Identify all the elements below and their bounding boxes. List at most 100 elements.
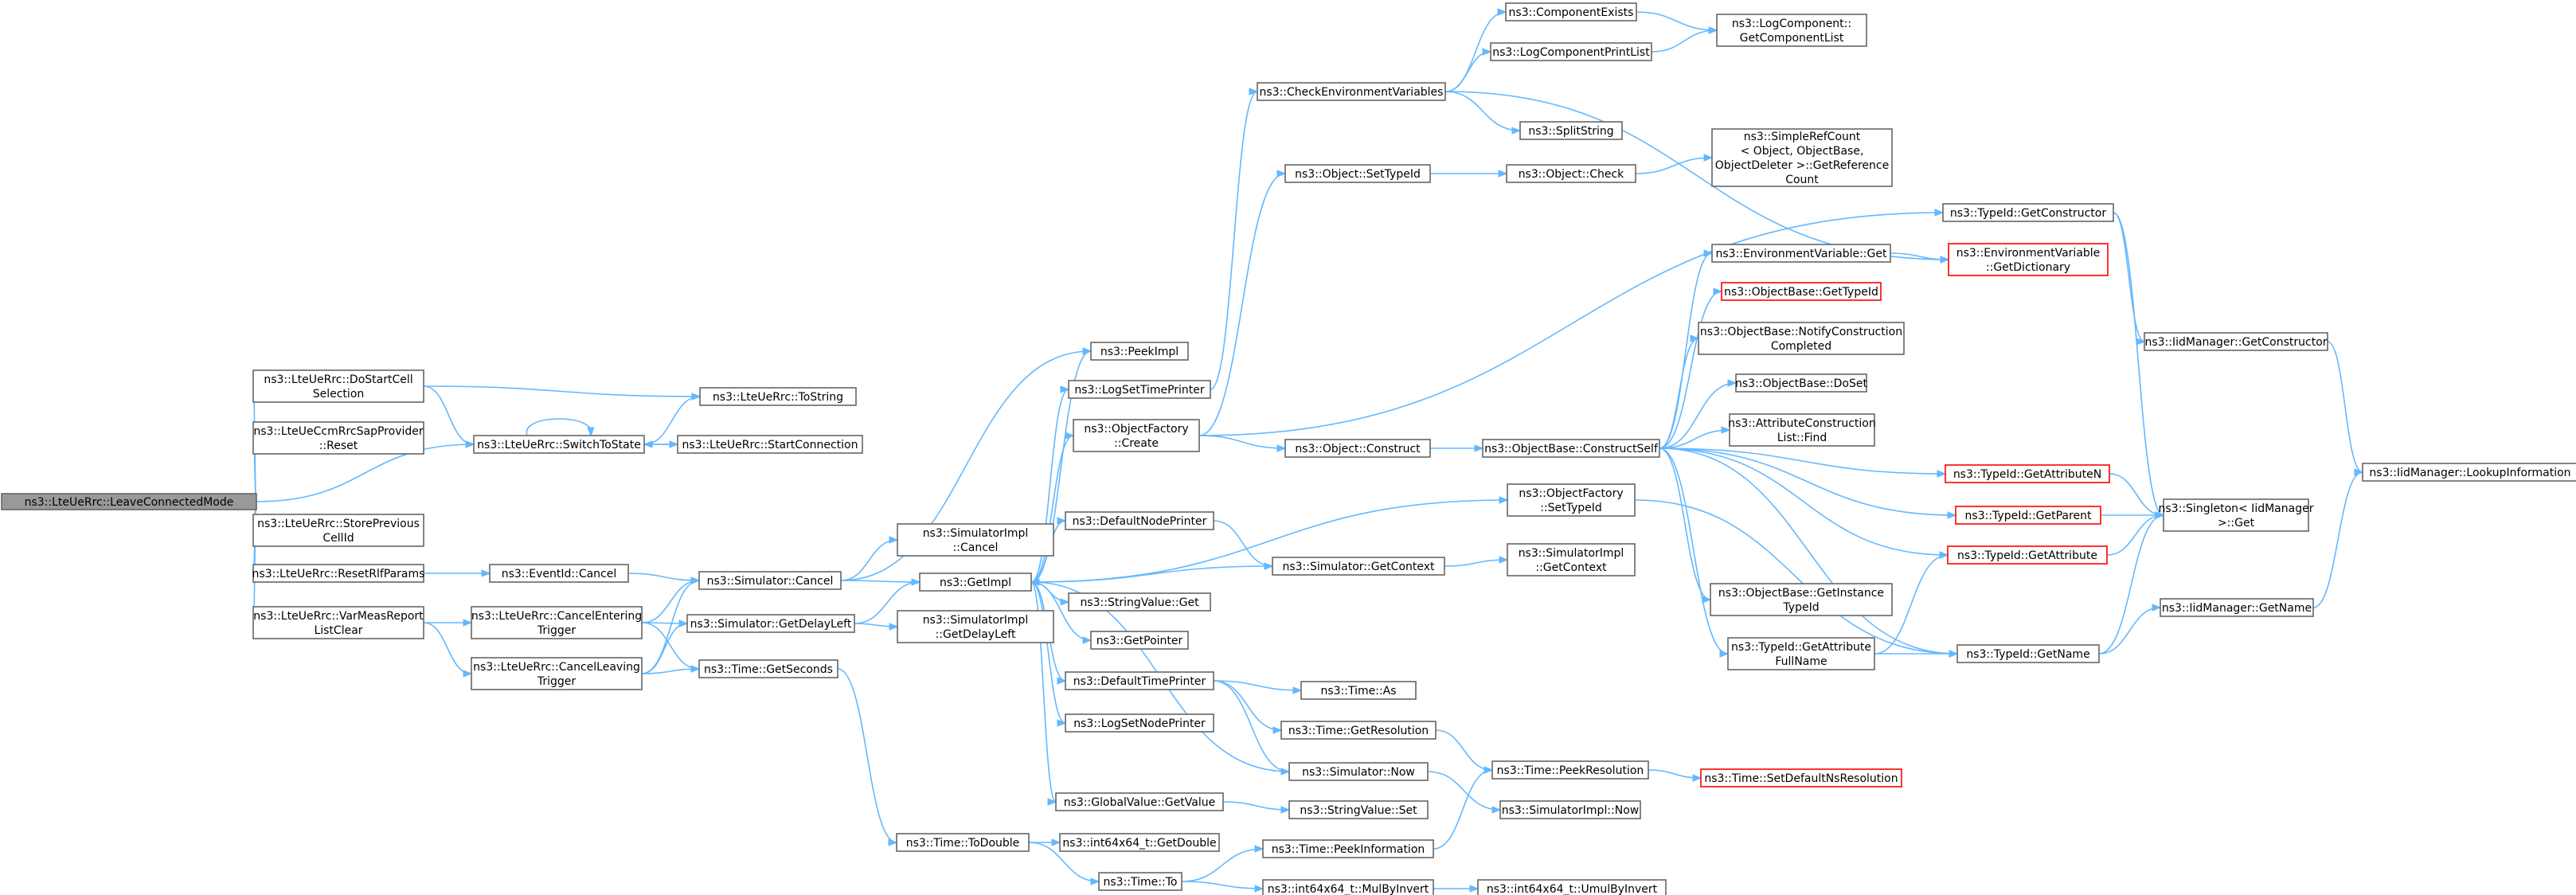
node-peekres[interactable]: ns3::Time::PeekResolution (1491, 760, 1649, 780)
node-todouble[interactable]: ns3::Time::ToDouble (896, 833, 1030, 852)
node-label: ns3::LteUeRrc::StorePrevious (257, 518, 420, 530)
node-objfactorycreate[interactable]: ns3::ObjectFactory::Create (1073, 419, 1200, 452)
node-peekimpl[interactable]: ns3::PeekImpl (1090, 342, 1189, 361)
arrowhead-startconn-to-switch (643, 440, 653, 448)
node-typeidname[interactable]: ns3::TypeId::GetName (1956, 644, 2100, 663)
node-simgetcontext[interactable]: ns3::Simulator::GetContext (1272, 557, 1445, 576)
arrowhead-checkenv-to-compexists (1497, 8, 1507, 16)
node-umulbyinvert[interactable]: ns3::int64x64_t::UmulByInvert (1477, 879, 1667, 895)
node-label: ns3::SimulatorImpl (1519, 547, 1624, 560)
node-box (1073, 419, 1200, 452)
edge-getimpl-to-objfactorycreate (1030, 435, 1074, 583)
node-objbaseconstruct[interactable]: ns3::ObjectBase::ConstructSelf (1482, 439, 1660, 458)
node-box (1284, 164, 1431, 183)
node-box (252, 369, 424, 403)
node-simplerefcount[interactable]: ns3::SimpleRefCount< Object, ObjectBase,… (1711, 128, 1893, 187)
arrowhead-resetrlf-to-eventcancel (481, 569, 491, 577)
node-compexists[interactable]: ns3::ComponentExists (1505, 2, 1637, 21)
node-getimpl[interactable]: ns3::GetImpl (919, 573, 1032, 592)
edge-getimpl-to-logsetnode (1030, 581, 1066, 724)
node-label: ListClear (314, 624, 362, 637)
node-box (252, 421, 424, 455)
node-deftimeprinter[interactable]: ns3::DefaultTimePrinter (1065, 671, 1214, 690)
node-typeidattr[interactable]: ns3::TypeId::GetAttribute (1947, 545, 2108, 565)
node-objbasegettypeid[interactable]: ns3::ObjectBase::GetTypeId (1721, 282, 1882, 301)
edge-globalvalget-to-stringvalset (1222, 801, 1290, 811)
node-typeidattrn[interactable]: ns3::TypeId::GetAttributeN (1945, 464, 2110, 483)
node-box (1727, 637, 1875, 670)
edge-varmeas-to-cancelleaving (423, 622, 472, 674)
node-globalvalget[interactable]: ns3::GlobalValue::GetValue (1055, 792, 1224, 811)
node-label: ns3::Object::SetTypeId (1295, 168, 1421, 181)
node-box (897, 610, 1054, 643)
node-simnow[interactable]: ns3::Simulator::Now (1288, 762, 1429, 781)
node-ccmreset[interactable]: ns3::LteUeCcmRrcSapProvider::Reset (252, 421, 424, 455)
node-box (1065, 511, 1214, 530)
node-logsettime[interactable]: ns3::LogSetTimePrinter (1068, 380, 1211, 399)
node-label: ns3::SplitString (1528, 125, 1613, 138)
node-typeidparent[interactable]: ns3::TypeId::GetParent (1955, 506, 2101, 525)
node-getpointer[interactable]: ns3::GetPointer (1090, 631, 1189, 650)
node-timegetres[interactable]: ns3::Time::GetResolution (1280, 721, 1437, 740)
node-envgetdict[interactable]: ns3::EnvironmentVariable::GetDictionary (1948, 243, 2109, 276)
node-timeto[interactable]: ns3::Time::To (1098, 872, 1182, 891)
node-envget[interactable]: ns3::EnvironmentVariable::Get (1711, 244, 1891, 263)
node-tostring[interactable]: ns3::LteUeRrc::ToString (699, 387, 857, 406)
node-iidlookup[interactable]: ns3::IidManager::LookupInformation (2362, 463, 2576, 482)
node-logsetnode[interactable]: ns3::LogSetNodePrinter (1065, 713, 1214, 733)
node-logcompprint[interactable]: ns3::LogComponentPrintList (1490, 42, 1652, 61)
node-getdelay[interactable]: ns3::Simulator::GetDelayLeft (686, 614, 855, 633)
node-label: ns3::LteUeRrc::CancelEntering (471, 610, 642, 623)
edge-objfactorycreate-to-objsettypeid (1198, 173, 1286, 436)
node-stringvalget[interactable]: ns3::StringValue::Get (1068, 592, 1211, 612)
node-checkenv[interactable]: ns3::CheckEnvironmentVariables (1257, 82, 1446, 101)
node-box (897, 523, 1054, 557)
node-setdefres[interactable]: ns3::Time::SetDefaultNsResolution (1700, 768, 1902, 788)
node-stringvalset[interactable]: ns3::StringValue::Set (1288, 800, 1429, 819)
node-simimplcancel[interactable]: ns3::SimulatorImpl::Cancel (897, 523, 1054, 557)
node-switch[interactable]: ns3::LteUeRrc::SwitchToState (473, 435, 645, 454)
node-objfactorysettype[interactable]: ns3::ObjectFactory::SetTypeId (1507, 483, 1636, 517)
node-typeidgetctor[interactable]: ns3::TypeId::GetConstructor (1942, 203, 2114, 222)
node-simimplgetctx[interactable]: ns3::SimulatorImpl::GetContext (1507, 543, 1636, 576)
arrowhead-objbaseconstruct-to-objbasegettypeid (1713, 287, 1723, 295)
node-objconstruct[interactable]: ns3::Object::Construct (1284, 439, 1431, 458)
node-box (1700, 768, 1902, 788)
node-objsettypeid[interactable]: ns3::Object::SetTypeId (1284, 164, 1431, 183)
edge-typeidattr-to-singletonget (2106, 514, 2164, 556)
node-logcompget[interactable]: ns3::LogComponent::GetComponentList (1716, 14, 1867, 47)
arrowhead-peekres-to-setdefres (1692, 774, 1702, 782)
node-label: ns3::StringValue::Get (1080, 596, 1199, 609)
node-label: ::GetContext (1535, 561, 1607, 574)
node-getseconds[interactable]: ns3::Time::GetSeconds (698, 659, 838, 678)
node-singletonget[interactable]: ns3::Singleton< IidManager>::Get (2159, 498, 2314, 532)
node-label: ns3::int64x64_t::GetDouble (1062, 837, 1216, 850)
node-simimpldelay[interactable]: ns3::SimulatorImpl::GetDelayLeft (897, 610, 1054, 643)
node-splitstring[interactable]: ns3::SplitString (1519, 121, 1623, 140)
edge-typeidattrfull-to-typeidattr (1874, 554, 1949, 655)
node-getdouble[interactable]: ns3::int64x64_t::GetDouble (1059, 833, 1220, 852)
node-simimplnow[interactable]: ns3::SimulatorImpl::Now (1499, 800, 1641, 819)
node-timeas[interactable]: ns3::Time::As (1300, 681, 1417, 700)
node-defnodeprinter[interactable]: ns3::DefaultNodePrinter (1065, 511, 1214, 530)
node-leave[interactable]: ns3::LteUeRrc::LeaveConnectedMode (1, 493, 257, 510)
node-objbasedoset[interactable]: ns3::ObjectBase::DoSet (1735, 373, 1867, 393)
node-startconn[interactable]: ns3::LteUeRrc::StartConnection (677, 435, 863, 454)
node-resetrlf[interactable]: ns3::LteUeRrc::ResetRlfParams (252, 564, 425, 583)
node-mulbyinvert[interactable]: ns3::int64x64_t::MulByInvert (1262, 879, 1434, 895)
node-iidgetname[interactable]: ns3::IidManager::GetName (2160, 598, 2314, 617)
node-simcancel[interactable]: ns3::Simulator::Cancel (698, 571, 842, 590)
node-eventcancel[interactable]: ns3::EventId::Cancel (489, 564, 629, 583)
node-objbasenotify[interactable]: ns3::ObjectBase::NotifyConstructionCompl… (1698, 322, 1905, 355)
node-iidgetctor[interactable]: ns3::IidManager::GetConstructor (2144, 332, 2328, 351)
node-peekinfo[interactable]: ns3::Time::PeekInformation (1262, 839, 1434, 858)
node-objcheck[interactable]: ns3::Object::Check (1506, 164, 1636, 183)
